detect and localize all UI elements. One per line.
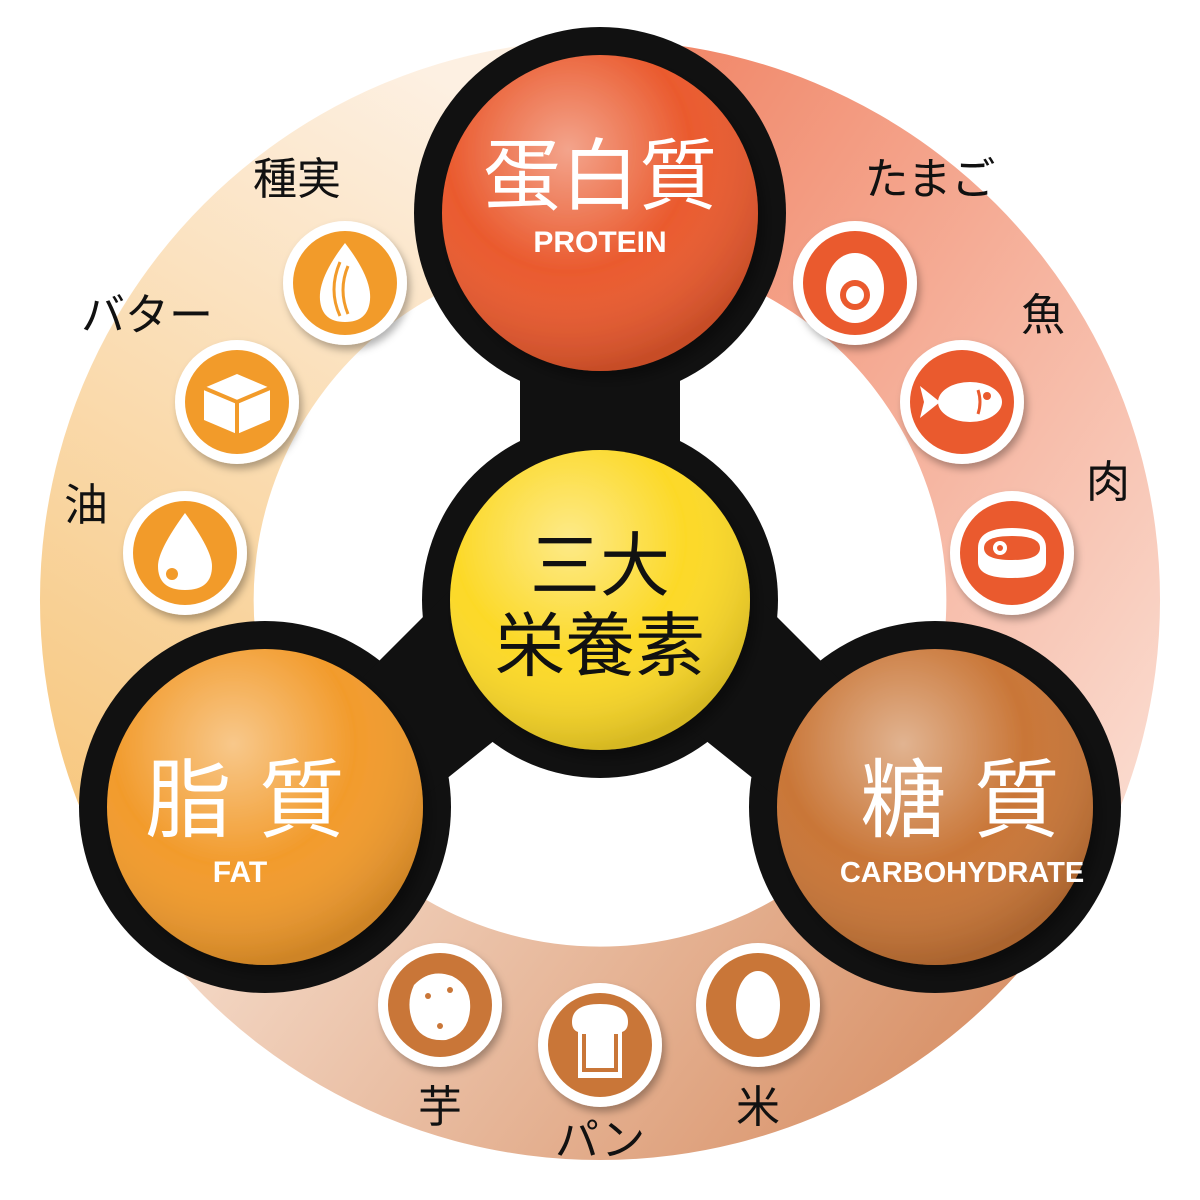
protein-subtitle: PROTEIN (533, 226, 666, 259)
potato-icon (409, 973, 471, 1041)
label-meat: 肉 (1086, 457, 1130, 508)
label-potato: 芋 (418, 1082, 462, 1133)
protein-node (442, 55, 758, 371)
carb-node (777, 649, 1093, 965)
protein-title: 蛋白質 (483, 132, 717, 222)
label-bread: パン (555, 1115, 645, 1166)
food-badge-seed (283, 221, 407, 345)
fat-node (107, 649, 423, 965)
carb-title: 糖 質 (860, 751, 1059, 851)
food-badge-fish (900, 340, 1024, 464)
seed-icon (319, 243, 371, 322)
label-egg: たまご (865, 154, 996, 205)
food-badge-rice (696, 943, 820, 1067)
carb-subtitle: CARBOHYDRATE (840, 857, 1084, 889)
oil-drop-icon (158, 513, 212, 590)
label-butter: バター (81, 290, 213, 341)
bread-icon (572, 1004, 628, 1078)
label-rice: 米 (736, 1082, 780, 1133)
meat-icon (978, 528, 1046, 578)
food-badge-bread (538, 983, 662, 1107)
food-badge-meat (950, 491, 1074, 615)
butter-icon (203, 374, 271, 434)
fat-title: 脂 質 (145, 751, 344, 851)
center-title-line1: 三大 (530, 525, 670, 607)
center-node (450, 450, 750, 750)
food-badge-oil (123, 491, 247, 615)
fat-subtitle: FAT (213, 856, 267, 889)
food-badge-butter (175, 340, 299, 464)
fish-icon (920, 382, 1002, 422)
label-oil: 油 (64, 480, 108, 531)
food-badge-potato (378, 943, 502, 1067)
label-fish: 魚 (1021, 290, 1065, 341)
egg-icon (826, 253, 884, 323)
label-seed: 種実 (253, 154, 341, 205)
food-badge-egg (793, 221, 917, 345)
center-title-line2: 栄養素 (495, 605, 705, 687)
rice-icon (736, 971, 780, 1039)
